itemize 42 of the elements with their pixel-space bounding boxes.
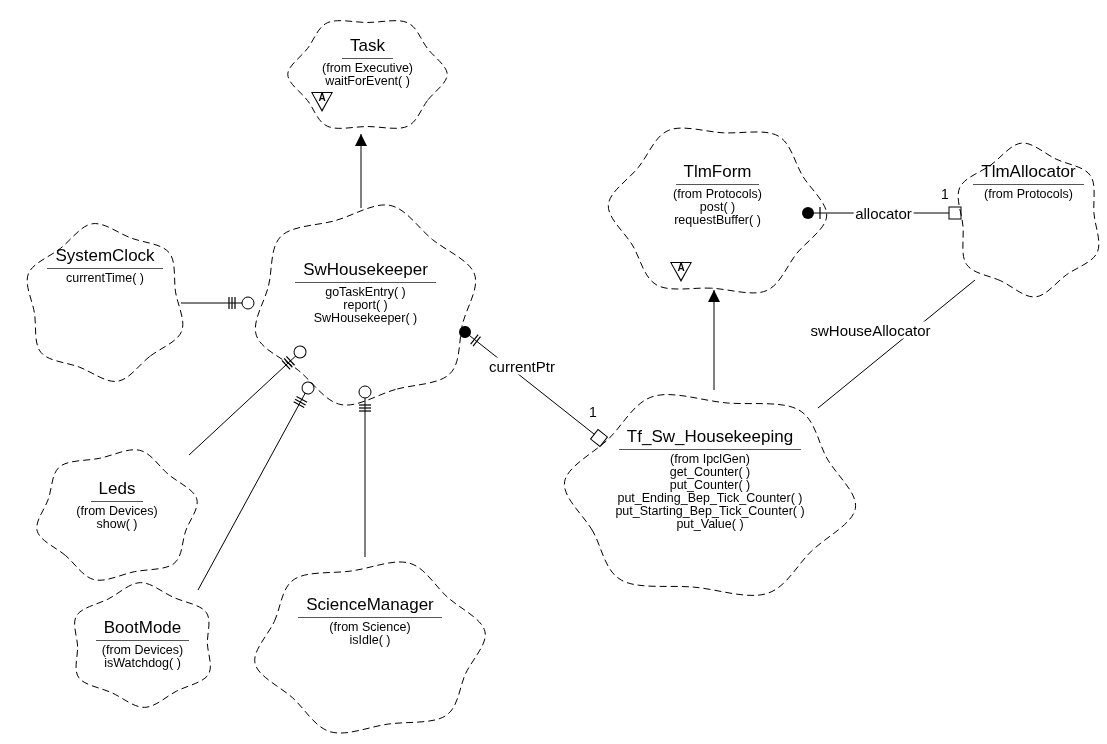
- class-operation: waitForEvent( ): [325, 75, 410, 88]
- class-operation: show( ): [96, 518, 138, 531]
- class-detail: currentTime( ): [66, 272, 144, 285]
- class-detail: (from Protocols): [984, 188, 1073, 201]
- class-detail: (from IpclGen): [670, 453, 750, 466]
- class-detail: (from Protocols): [673, 188, 762, 201]
- class-detail: (from Executive): [322, 62, 413, 75]
- class-operation: post( ): [699, 201, 736, 214]
- inheritance-arrow: [355, 133, 367, 209]
- inheritance-arrow: [708, 289, 720, 391]
- edge-label: currentPtr: [487, 357, 557, 375]
- class-name: TlmForm: [675, 162, 760, 185]
- class-operation: SwHousekeeper( ): [313, 312, 418, 325]
- association-line: [188, 345, 307, 456]
- class-name: Task: [342, 36, 393, 59]
- multiplicity-label: 1: [589, 404, 597, 420]
- class-name: Leds: [90, 479, 144, 502]
- edge-label: swHouseAllocator: [808, 321, 933, 339]
- class-name: SystemClock: [47, 246, 163, 269]
- class-operation: put_Starting_Bep_Tick_Counter( ): [615, 505, 805, 518]
- class-operation: put_Counter( ): [669, 479, 751, 492]
- class-operation: put_Value( ): [676, 518, 744, 531]
- association-line: [358, 385, 372, 558]
- class-operation: requestBuffer( ): [674, 214, 761, 227]
- class-operation: isWatchdog( ): [104, 657, 181, 670]
- association-line: [197, 381, 315, 591]
- class-name: TlmAllocator: [973, 162, 1084, 185]
- class-operation: get_Counter( ): [669, 466, 751, 479]
- class-operation: report( ): [343, 299, 388, 312]
- class-detail: (from Devices): [76, 505, 158, 518]
- class-operation: isIdle( ): [349, 634, 391, 647]
- class-operation: put_Ending_Bep_Tick_Counter( ): [617, 492, 803, 505]
- class-name: Tf_Sw_Housekeeping: [618, 427, 802, 450]
- association-line: [801, 206, 962, 220]
- class-name: ScienceManager: [298, 595, 442, 618]
- class-name: BootMode: [95, 618, 190, 641]
- class-detail: goTaskEntry( ): [325, 286, 406, 299]
- association-line: [180, 296, 255, 310]
- class-detail: (from Science): [329, 621, 411, 634]
- class-detail: (from Devices): [101, 644, 184, 657]
- multiplicity-label: 1: [941, 186, 949, 202]
- class-name: SwHousekeeper: [295, 260, 436, 283]
